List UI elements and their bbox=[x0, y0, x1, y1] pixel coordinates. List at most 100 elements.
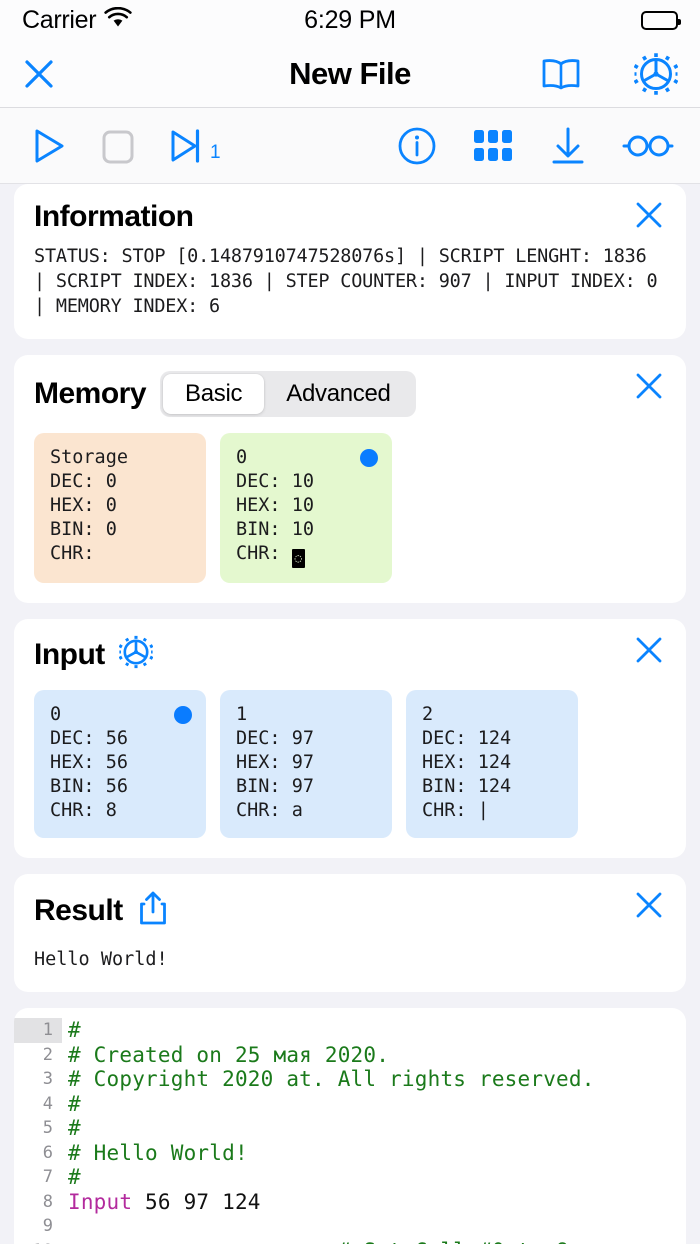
input-cell-list: 0 DEC: 56 HEX: 56 BIN: 56 CHR: 8 1 DEC: … bbox=[34, 690, 666, 838]
line-content: # Created on 25 мая 2020. bbox=[62, 1043, 686, 1068]
line-content: +++++ +++ # Set Cell #0 to 8 bbox=[62, 1239, 686, 1244]
code-line[interactable]: 10+++++ +++ # Set Cell #0 to 8 bbox=[14, 1239, 686, 1244]
segment-basic[interactable]: Basic bbox=[163, 374, 265, 414]
readability-button[interactable] bbox=[622, 129, 674, 163]
cell-name: 1 bbox=[236, 704, 248, 725]
line-number: 3 bbox=[42, 1069, 53, 1089]
token-comment: # bbox=[68, 1018, 81, 1042]
memory-close-button[interactable] bbox=[634, 371, 664, 406]
memory-mode-segmented-control[interactable]: Basic Advanced bbox=[160, 371, 416, 417]
cell-dec: DEC: 0 bbox=[50, 471, 117, 492]
close-icon bbox=[25, 59, 53, 88]
code-line[interactable]: 9 bbox=[14, 1214, 686, 1239]
line-content: # bbox=[62, 1165, 686, 1190]
input-cell-1[interactable]: 1 DEC: 97 HEX: 97 BIN: 97 CHR: a bbox=[220, 690, 392, 838]
code-line[interactable]: 4# bbox=[14, 1092, 686, 1117]
info-circle-icon bbox=[398, 127, 436, 164]
result-close-button[interactable] bbox=[634, 890, 664, 925]
step-button[interactable]: 1 bbox=[166, 124, 221, 168]
line-number: 5 bbox=[42, 1118, 53, 1138]
cell-name: 2 bbox=[422, 704, 434, 725]
cell-hex: HEX: 124 bbox=[422, 752, 512, 773]
stop-icon bbox=[102, 130, 134, 163]
navigation-bar: New File bbox=[0, 40, 700, 108]
documentation-button[interactable] bbox=[540, 56, 582, 92]
view-controls bbox=[396, 125, 674, 167]
code-line[interactable]: 7# bbox=[14, 1165, 686, 1190]
information-header: Information bbox=[34, 200, 666, 234]
close-icon bbox=[636, 202, 662, 228]
book-icon bbox=[542, 58, 580, 89]
cell-bin: BIN: 124 bbox=[422, 776, 512, 797]
result-header: Result bbox=[34, 890, 666, 931]
close-icon bbox=[636, 892, 662, 918]
input-close-button[interactable] bbox=[634, 635, 664, 670]
carrier-label: Carrier bbox=[22, 5, 97, 34]
line-number: 4 bbox=[42, 1093, 53, 1114]
step-forward-icon bbox=[171, 128, 200, 163]
input-cell-2[interactable]: 2 DEC: 124 HEX: 124 BIN: 124 CHR: | bbox=[406, 690, 578, 838]
information-close-button[interactable] bbox=[634, 200, 664, 235]
token-comment: # bbox=[68, 1091, 81, 1116]
download-icon bbox=[552, 127, 584, 163]
cell-chr: CHR: 8 bbox=[50, 800, 117, 821]
battery-full-icon bbox=[641, 10, 681, 30]
memory-title: Memory bbox=[34, 377, 147, 410]
token-keyword: Input bbox=[68, 1189, 133, 1214]
segment-advanced[interactable]: Advanced bbox=[286, 380, 391, 407]
result-title: Result bbox=[34, 893, 123, 927]
code-line[interactable]: 5# bbox=[14, 1116, 686, 1141]
token-comment: # bbox=[68, 1165, 81, 1189]
gear-icon bbox=[118, 635, 154, 669]
cell-dec: DEC: 97 bbox=[236, 728, 314, 749]
settings-button[interactable] bbox=[634, 52, 678, 96]
information-text: STATUS: STOP [0.1487910747528076s] | SCR… bbox=[34, 246, 669, 317]
code-line[interactable]: 1# bbox=[14, 1018, 686, 1043]
run-toolbar: 1 bbox=[0, 108, 700, 184]
cell-bin: BIN: 97 bbox=[236, 776, 314, 797]
cell-bin: BIN: 10 bbox=[236, 519, 314, 540]
token-comment: # Set Cell #0 to 8 bbox=[338, 1239, 569, 1244]
code-line[interactable]: 6 # Hello World! bbox=[14, 1141, 686, 1166]
cell-bin: BIN: 0 bbox=[50, 519, 117, 540]
cell-chr: CHR: a bbox=[236, 800, 303, 821]
control-char-glyph-icon: ◌ bbox=[291, 549, 305, 568]
info-button[interactable] bbox=[396, 125, 438, 167]
run-button[interactable] bbox=[26, 124, 70, 168]
cell-hex: HEX: 0 bbox=[50, 495, 117, 516]
cell-dec: DEC: 56 bbox=[50, 728, 128, 749]
glasses-icon bbox=[622, 135, 674, 156]
input-settings-button[interactable] bbox=[118, 635, 154, 674]
close-button[interactable] bbox=[22, 57, 56, 91]
token-comment: # Hello World! bbox=[68, 1140, 248, 1165]
line-number: 7 bbox=[42, 1167, 53, 1187]
code-lines: 1#2# Created on 25 мая 2020.3# Copyright… bbox=[14, 1018, 686, 1244]
share-result-button[interactable] bbox=[137, 890, 169, 931]
close-icon bbox=[636, 637, 662, 663]
cell-chr: CHR: bbox=[50, 543, 95, 564]
information-title: Information bbox=[34, 200, 194, 233]
input-title: Input bbox=[34, 637, 105, 671]
code-editor[interactable]: 1#2# Created on 25 мая 2020.3# Copyright… bbox=[14, 1008, 686, 1244]
code-line[interactable]: 3# Copyright 2020 at. All rights reserve… bbox=[14, 1067, 686, 1092]
line-number: 6 bbox=[42, 1142, 53, 1163]
gear-icon bbox=[634, 52, 678, 95]
content-scroll[interactable]: Information STATUS: STOP [0.148791074752… bbox=[0, 184, 700, 1244]
cell-chr: CHR: ◌ bbox=[236, 542, 376, 568]
wifi-icon bbox=[104, 6, 132, 33]
memory-header: Memory Basic Advanced bbox=[34, 371, 666, 417]
memory-grid-button[interactable] bbox=[472, 127, 514, 165]
download-button[interactable] bbox=[548, 125, 588, 167]
cell-chr-label: CHR: bbox=[236, 543, 281, 564]
token-plain bbox=[184, 1239, 338, 1244]
stop-button[interactable] bbox=[98, 124, 138, 168]
memory-cell-storage[interactable]: Storage DEC: 0 HEX: 0 BIN: 0 CHR: bbox=[34, 433, 206, 583]
code-line[interactable]: 2# Created on 25 мая 2020. bbox=[14, 1043, 686, 1068]
memory-cell-0[interactable]: 0 DEC: 10 HEX: 10 BIN: 10 CHR: ◌ bbox=[220, 433, 392, 583]
grid-icon bbox=[474, 129, 512, 161]
input-cell-0[interactable]: 0 DEC: 56 HEX: 56 BIN: 56 CHR: 8 bbox=[34, 690, 206, 838]
line-number: 1 bbox=[14, 1018, 62, 1043]
line-number: 10 bbox=[14, 1239, 62, 1244]
